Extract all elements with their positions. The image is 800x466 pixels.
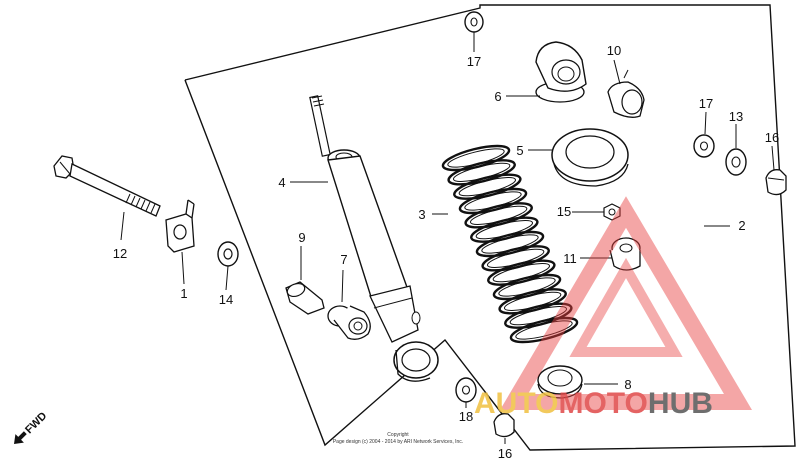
part-18-washer[interactable] xyxy=(455,377,477,403)
callout-2[interactable]: 2 xyxy=(738,218,745,233)
watermark-auto: AUTO xyxy=(474,387,558,420)
spring-coil xyxy=(453,173,522,200)
spring-coil xyxy=(441,144,511,172)
callout-17-right[interactable]: 17 xyxy=(699,96,713,111)
spring-coil xyxy=(464,202,533,229)
fwd-label: FWD xyxy=(23,410,49,436)
callout-16-right[interactable]: 16 xyxy=(765,130,779,145)
spring-coil-inner xyxy=(515,320,573,340)
callout-10[interactable]: 10 xyxy=(607,43,621,58)
part-16-cap-nut-right[interactable] xyxy=(765,169,787,196)
callout-16-bottom[interactable]: 16 xyxy=(498,446,512,461)
part-6-upper-bushing[interactable] xyxy=(535,41,587,103)
watermark-inner-triangle-icon xyxy=(569,257,683,357)
part-17-washer-right[interactable] xyxy=(693,134,715,158)
callout-17-top[interactable]: 17 xyxy=(467,54,481,69)
part-15-nut[interactable] xyxy=(603,203,621,221)
callout-8[interactable]: 8 xyxy=(624,377,631,392)
callout-18[interactable]: 18 xyxy=(459,409,473,424)
callout-5[interactable]: 5 xyxy=(516,143,523,158)
arrow-icon xyxy=(14,431,27,444)
callout-4[interactable]: 4 xyxy=(278,175,285,190)
spring-coil xyxy=(492,273,562,301)
callout-13[interactable]: 13 xyxy=(729,109,743,124)
part-13-washer[interactable] xyxy=(725,148,747,176)
forward-direction-indicator: FWD xyxy=(14,410,49,444)
callout-11[interactable]: 11 xyxy=(563,251,577,266)
spring-coil xyxy=(475,230,545,258)
watermark-hub: HUB xyxy=(648,387,713,420)
part-12-bolt[interactable] xyxy=(53,155,161,217)
spring-coil xyxy=(481,245,550,272)
spring-coil xyxy=(509,316,579,344)
spring-coil xyxy=(487,259,556,286)
part-3-spring[interactable] xyxy=(441,141,579,347)
watermark-logo: AUTOMOTOHUB xyxy=(474,196,753,420)
part-14-washer[interactable] xyxy=(217,241,239,267)
leader-lines xyxy=(120,32,775,444)
spring-coil xyxy=(447,159,516,186)
svg-text:AUTOMOTOHUB: AUTOMOTOHUB xyxy=(474,387,713,420)
callout-12[interactable]: 12 xyxy=(113,246,127,261)
spring-coil xyxy=(470,216,539,243)
callout-6[interactable]: 6 xyxy=(494,89,501,104)
part-4-shock-absorber[interactable] xyxy=(309,95,439,382)
spring-coil xyxy=(458,187,528,215)
callout-3[interactable]: 3 xyxy=(418,207,425,222)
callout-labels: 1 2 3 4 5 6 7 8 9 10 11 12 13 14 15 16 1… xyxy=(113,43,779,461)
copyright-title: Copyright xyxy=(387,432,409,438)
callout-9[interactable]: 9 xyxy=(298,230,305,245)
part-17-washer-top[interactable] xyxy=(464,11,484,33)
part-16-nut-bottom[interactable] xyxy=(493,413,515,438)
part-8-lower-seat[interactable] xyxy=(537,365,583,399)
part-7-bushing[interactable] xyxy=(327,305,371,340)
assembly-frame xyxy=(184,4,796,451)
callout-15[interactable]: 15 xyxy=(557,204,571,219)
callout-1[interactable]: 1 xyxy=(180,286,187,301)
callout-7[interactable]: 7 xyxy=(340,252,347,267)
part-1-bracket[interactable] xyxy=(165,199,195,253)
part-9-collar[interactable] xyxy=(285,281,325,315)
part-5-spring-seat[interactable] xyxy=(551,128,629,187)
part-10-rubber-bushing[interactable] xyxy=(607,69,645,118)
watermark-triangle-icon xyxy=(499,196,753,410)
part-11-stopper[interactable] xyxy=(609,237,641,271)
watermark-moto: MOTO xyxy=(558,387,647,420)
copyright-text: Page design (c) 2004 - 2014 by ARI Netwo… xyxy=(333,439,463,445)
callout-14[interactable]: 14 xyxy=(219,292,233,307)
